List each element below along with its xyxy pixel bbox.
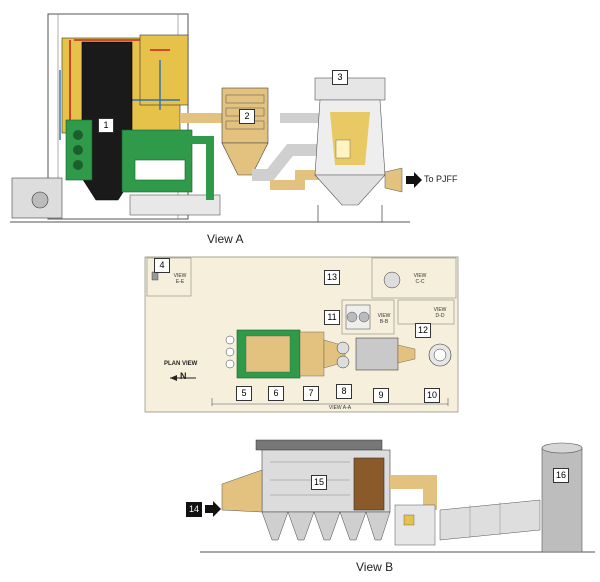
precipitator-plan [355, 337, 399, 371]
callout-16: 16 [553, 468, 569, 483]
inlet-duct [221, 469, 263, 513]
view-aa-label: VIEW A-A [328, 405, 352, 411]
inlet-arrow [205, 501, 221, 517]
callout-11: 11 [324, 310, 340, 325]
plan-view-label: PLAN VIEW [164, 361, 198, 367]
view-bb-label: VIEW B-B [377, 313, 391, 325]
red-pipe [69, 39, 170, 120]
view-cc-box [371, 257, 457, 299]
view-dd-label: VIEW D-D [433, 307, 447, 319]
outlet-arrow [406, 172, 422, 188]
callout-10: 10 [424, 388, 440, 403]
callout-14: 14 [186, 502, 202, 517]
callout-7: 7 [303, 386, 319, 401]
blue-pipe [59, 60, 180, 140]
callout-15: 15 [311, 475, 327, 490]
view-bb-box [341, 299, 395, 335]
view-a-caption: View A [207, 232, 244, 246]
stack-16 [541, 447, 583, 553]
callout-9: 9 [373, 388, 389, 403]
callout-1: 1 [98, 118, 114, 133]
callout-4: 4 [154, 258, 170, 273]
callout-8: 8 [336, 384, 352, 399]
callout-2: 2 [239, 109, 255, 124]
north-label: N [180, 371, 187, 381]
view-b-caption: View B [356, 560, 394, 574]
outlet-label: To PJFF [424, 174, 458, 184]
callout-13: 13 [324, 270, 340, 285]
callout-5: 5 [236, 386, 252, 401]
view-cc-label: VIEW C-C [413, 273, 427, 285]
callout-12: 12 [415, 323, 431, 338]
callout-3: 3 [332, 70, 348, 85]
view-ee-label: VIEW E-E [173, 273, 187, 285]
callout-6: 6 [268, 386, 284, 401]
